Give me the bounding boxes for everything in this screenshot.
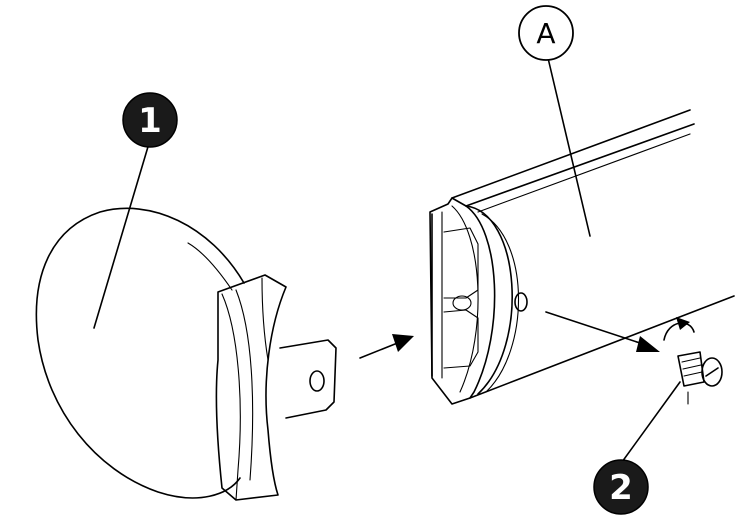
rail-profile (429, 109, 735, 405)
callout-badge-1: 1 (122, 92, 178, 148)
callout-label-1: 1 (138, 101, 162, 141)
leader-line-1 (93, 139, 151, 329)
screw-arrow (545, 311, 695, 352)
insert-arrow (359, 334, 414, 359)
callout-label-2: 2 (609, 468, 633, 508)
callout-label-a: A (536, 17, 555, 50)
end-cap (35, 207, 337, 501)
screw (677, 351, 723, 405)
callout-badge-a: A (518, 5, 574, 61)
leader-line-a (547, 57, 591, 237)
leader-line-2 (621, 381, 681, 463)
callout-badge-2: 2 (593, 459, 649, 515)
